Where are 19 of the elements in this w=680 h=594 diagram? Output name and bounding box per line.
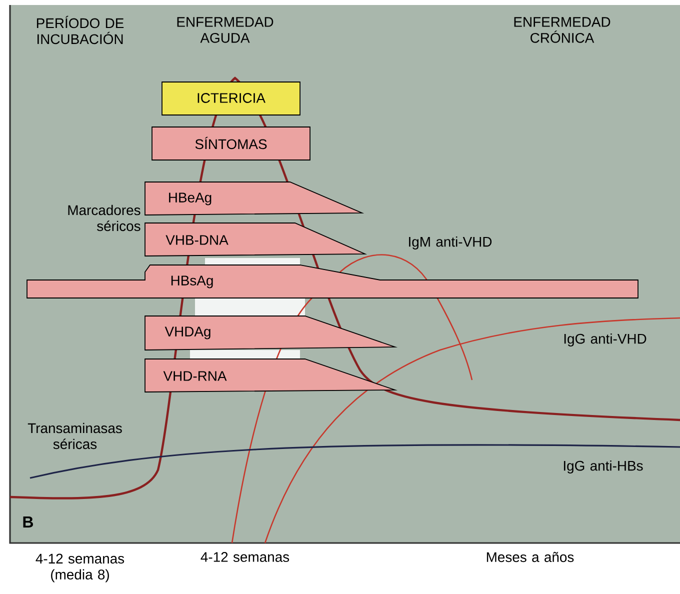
annotation-text: 4-12 semanas (media 8) [36, 554, 124, 582]
annotation-text: ENFERMEDAD AGUDA [177, 17, 274, 43]
annotation-text: Meses a años [486, 552, 574, 562]
annotation-text: ENFERMEDAD CRÓNICA [514, 17, 610, 43]
marker-bar: VHDAg [144, 316, 398, 350]
marker-bar: HBeAg [144, 182, 364, 216]
marker-bar: VHB-DNA [144, 222, 368, 256]
annotation-text: Marcadores séricos [68, 204, 140, 232]
annotation-text: IgG anti-HBs [564, 460, 643, 474]
annotation-text: IgM anti-VHD [409, 236, 492, 250]
annotation-text: 4-12 semanas [200, 552, 290, 562]
symptom-box: ICTERICIA [162, 82, 300, 116]
marker-bar: HBsAg [26, 264, 638, 298]
annotation-text: B [23, 516, 33, 528]
annotation-text: PERÍODO DE INCUBACIÓN [36, 16, 124, 44]
annotation-text: Transaminasas séricas [28, 422, 122, 450]
marker-bar: VHD-RNA [144, 358, 398, 392]
annotation-text: IgG anti-VHD [564, 334, 646, 346]
symptom-box: SÍNTOMAS [152, 126, 310, 160]
